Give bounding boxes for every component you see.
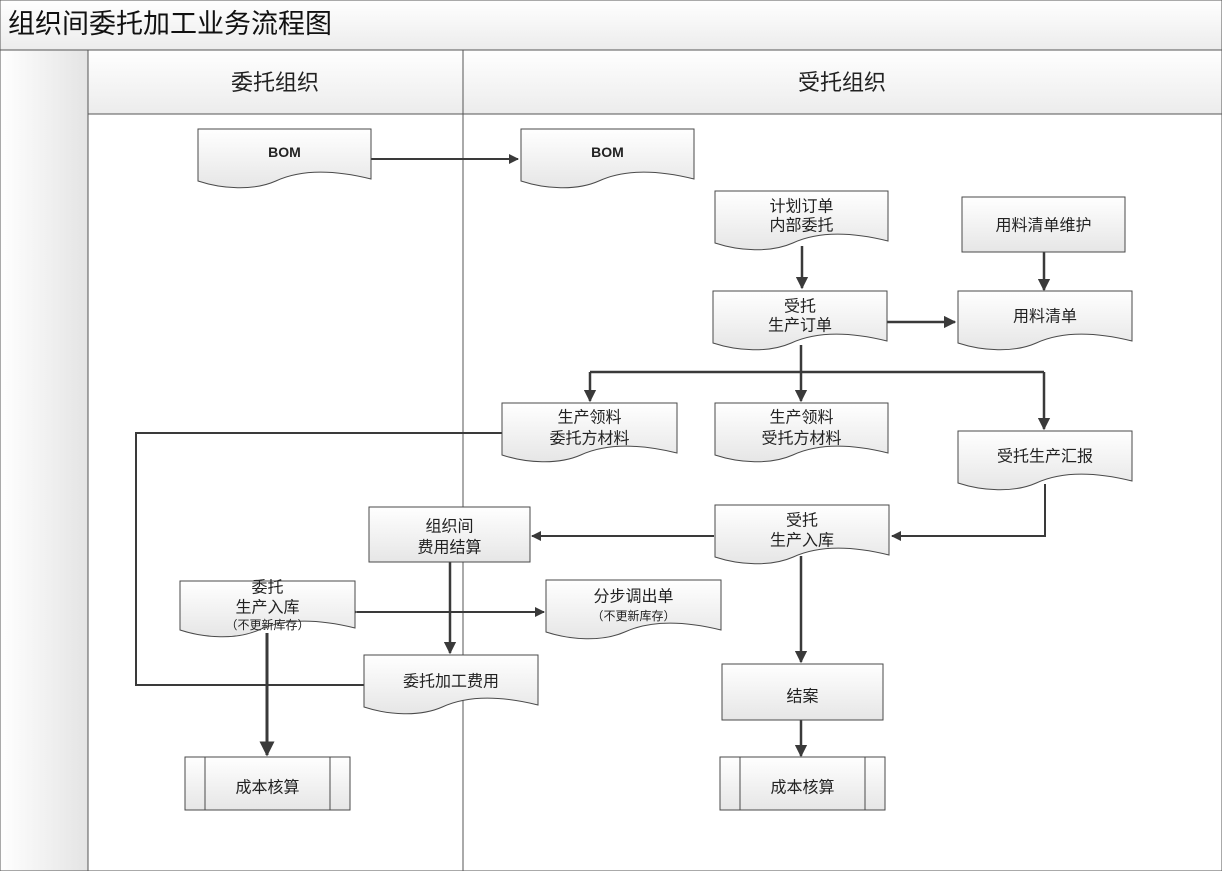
document-shape	[957, 290, 1133, 351]
document-shape	[520, 128, 695, 189]
node-cost-right: 成本核算	[719, 756, 886, 811]
edge-pick-fee-loop	[135, 432, 502, 686]
connectors	[135, 154, 1051, 758]
document-shape	[714, 190, 889, 251]
process-shape	[961, 196, 1126, 253]
process-shape	[368, 506, 531, 563]
node-label-line: 计划订单	[769, 197, 833, 216]
node-label-line: 费用结算	[417, 538, 481, 557]
node-close: 结案	[721, 663, 884, 721]
node-label-line: 受托	[784, 297, 816, 316]
document-shape	[545, 579, 722, 640]
lane-label-right: 受托组织	[798, 71, 886, 96]
predefined-process-shape	[184, 756, 351, 811]
process-shape	[721, 663, 884, 721]
node-label-line: 用料清单维护	[995, 216, 1091, 235]
node-material-list: 用料清单	[957, 290, 1133, 351]
node-label-line: BOM	[591, 144, 624, 160]
node-label-line: 生产领料	[557, 408, 621, 427]
document-shape	[714, 504, 890, 565]
document-shape	[363, 654, 539, 715]
node-material-maint: 用料清单维护	[961, 196, 1126, 253]
lane-body-left	[87, 113, 464, 871]
node-label-line: 委托方材料	[549, 429, 629, 448]
lane-label-left: 委托组织	[231, 71, 319, 96]
document-shape	[714, 402, 889, 463]
node-label-line: 受托生产汇报	[997, 447, 1093, 466]
edge-report-prodin	[891, 484, 1046, 541]
pool-strip	[0, 49, 89, 871]
node-label-line: 生产订单	[768, 316, 832, 335]
lane-header-left	[87, 49, 464, 115]
predefined-process-shape	[719, 756, 886, 811]
node-label-line: 委托	[251, 578, 283, 597]
node-label-line: 受托	[786, 511, 818, 530]
node-label-line: BOM	[268, 144, 301, 160]
node-prod-report: 受托生产汇报	[957, 430, 1133, 491]
node-label-line: 成本核算	[770, 778, 834, 797]
node-label-line: 内部委托	[769, 216, 833, 235]
node-label-line: 委托加工费用	[403, 672, 499, 691]
document-shape	[197, 128, 372, 189]
node-transfer: 分步调出单 （不更新库存）	[545, 579, 722, 640]
diagram-title: 组织间委托加工业务流程图	[8, 9, 332, 40]
node-label-line: （不更新库存）	[591, 608, 675, 623]
document-shape	[712, 290, 888, 351]
node-label-line: 结案	[786, 687, 818, 706]
node-label-line: （不更新库存）	[225, 617, 309, 632]
node-label-line: 生产入库	[770, 531, 834, 550]
node-bom-right: BOM	[520, 128, 695, 189]
node-label-line: 分步调出单	[593, 587, 673, 606]
node-label-line: 受托方材料	[761, 429, 841, 448]
document-shape	[179, 580, 356, 638]
lane-header-right	[462, 49, 1222, 115]
node-label-line: 组织间	[425, 517, 473, 536]
node-label-line: 成本核算	[235, 778, 299, 797]
document-shape	[501, 402, 678, 463]
node-proc-fee: 委托加工费用	[363, 654, 539, 715]
node-label-line: 用料清单	[1013, 307, 1077, 326]
node-label-line: 生产领料	[769, 408, 833, 427]
document-shape	[957, 430, 1133, 491]
node-label-line: 生产入库	[235, 598, 299, 617]
node-cost-left: 成本核算	[184, 756, 351, 811]
node-bom-left: BOM	[197, 128, 372, 189]
